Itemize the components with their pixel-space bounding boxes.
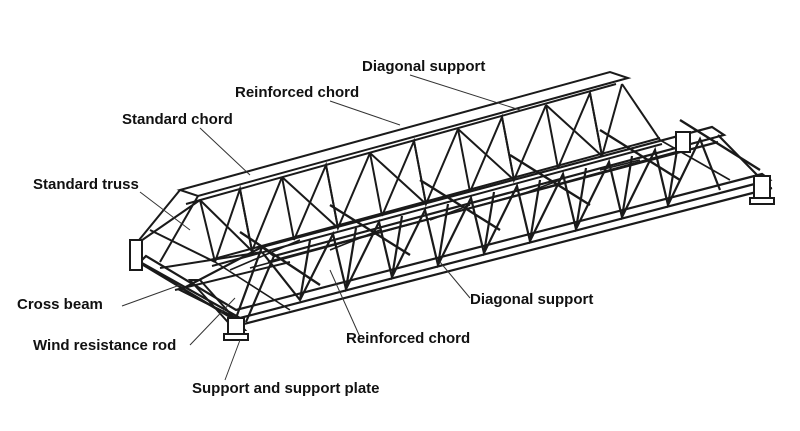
support-plate-right (749, 197, 775, 205)
label-reinforced-chord-bottom: Reinforced chord (346, 330, 471, 347)
leader-support-plate (224, 339, 241, 381)
far-bottom-chord (209, 137, 661, 261)
label-standard-chord: Standard chord (122, 111, 233, 128)
deck-edge-left (214, 261, 291, 311)
support-right-far (675, 131, 691, 153)
far-top-chord (176, 70, 632, 198)
leader-reinforced-chord-bottom (329, 269, 361, 338)
label-support-plate: Support and support plate (192, 380, 380, 397)
far-truss (176, 70, 663, 267)
near-verticals (298, 134, 761, 301)
label-diagonal-support-top: Diagonal support (362, 58, 486, 75)
leader-diagonal-support-top (409, 74, 521, 111)
leader-diagonal-support-bottom (439, 261, 471, 299)
near-end-frame (177, 246, 263, 319)
deck-edge-right (659, 139, 731, 181)
leader-standard-truss (139, 191, 191, 231)
left-end-members (133, 189, 216, 263)
wind-resistance-rods (159, 251, 291, 291)
support-plate-left (223, 333, 249, 341)
deck (214, 139, 731, 311)
far-diagonals (214, 83, 623, 263)
near-top-chord (259, 125, 727, 258)
leader-lines (121, 74, 521, 381)
far-reinforced-chord-line (185, 83, 617, 205)
leader-standard-chord (199, 127, 251, 176)
far-diagonals-2 (199, 104, 603, 252)
label-wind-resistance-rod: Wind resistance rod (33, 337, 177, 354)
label-reinforced-chord-top: Reinforced chord (235, 84, 360, 101)
support-left-far (129, 239, 143, 271)
label-diagonal-support-bottom: Diagonal support (470, 291, 594, 308)
near-truss (138, 125, 773, 328)
label-cross-beam: Cross beam (17, 296, 103, 313)
near-bottom-chord-2 (235, 186, 773, 328)
near-diagonals (261, 136, 722, 303)
leader-reinforced-chord-top (329, 100, 401, 126)
leader-wind-resistance-rod (189, 297, 236, 346)
supports (129, 131, 775, 341)
leader-cross-beam (121, 284, 181, 307)
label-standard-truss: Standard truss (33, 176, 139, 193)
support-right-near (753, 175, 771, 201)
